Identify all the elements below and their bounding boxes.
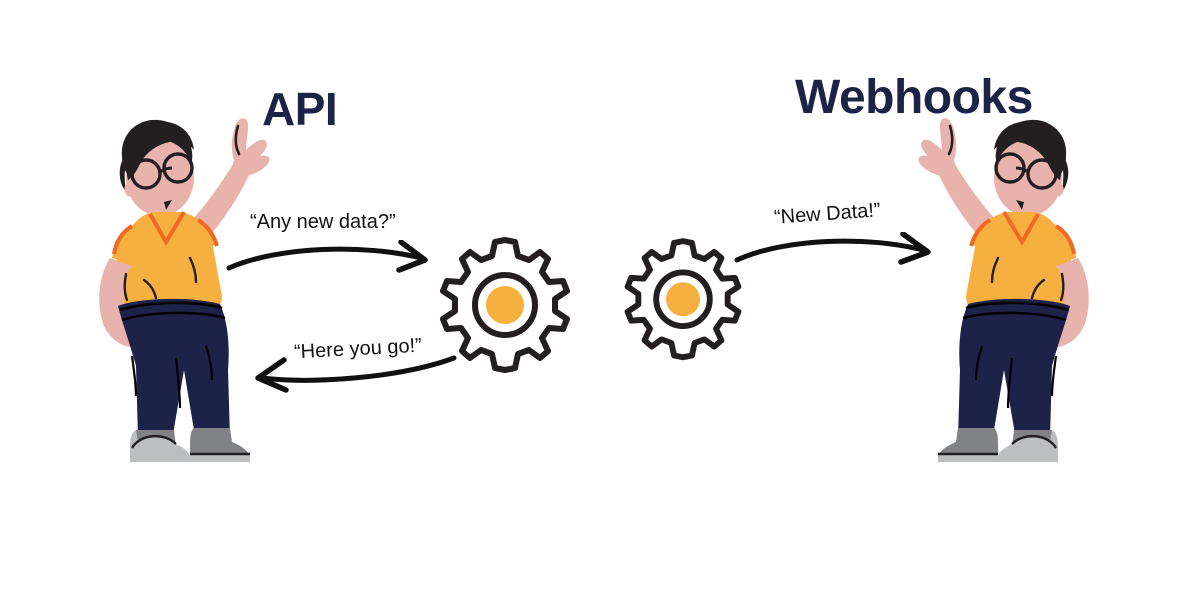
arrow-right-icon [734,232,931,265]
trousers [958,298,1070,442]
sideburn [119,158,128,192]
sleeve-trim-left [1054,224,1076,255]
ear [124,183,134,197]
glasses-bridge [1015,166,1029,174]
shoe-right-sole [190,454,250,462]
webhooks-person-illustration [918,118,1089,462]
raised-hand [918,118,957,176]
trousers [118,298,230,442]
hair-front [125,121,194,180]
shirt-sleeve-left [112,226,144,264]
shirt-fold-right [188,256,198,284]
glasses-right-lens [162,152,194,184]
event-label: “New Data!” [773,199,882,229]
arm-crease [123,272,129,302]
shirt-fold-left [1030,278,1046,300]
arrow-head [898,232,931,265]
waistband-1 [965,301,1069,312]
arrow-left-icon [255,355,457,393]
gear-hub-center [666,282,700,317]
arm-crease [1059,272,1065,302]
glasses-left-lens [1026,158,1058,190]
sideburn [1060,158,1069,192]
shoe-left-seam [1011,435,1058,449]
glasses-left-lens [130,158,162,190]
raised-arm [184,152,255,242]
glasses-bridge [159,166,173,174]
request-label: “Any new data?” [250,211,396,233]
shoe-left-seam [130,435,177,449]
api-person-illustration [99,118,270,462]
webhooks-title: Webhooks [795,71,1033,124]
sleeve-trim-right [969,218,992,247]
shirt-sleeve-right [180,216,216,254]
shirt-sleeve-left [1044,226,1076,264]
arrow-right-icon [226,240,428,273]
gear-icon [440,237,570,373]
shoe-right-sole [938,454,998,462]
gear-icon [624,238,742,361]
trouser-fold-right [204,345,214,381]
arrow-head [255,357,289,393]
arrow-head [396,240,428,273]
trouser-fold-mid [1006,357,1014,409]
ear [1054,183,1064,197]
raised-hand [231,118,270,176]
trouser-fold-left [1050,355,1058,397]
waistband-2 [121,311,226,322]
trouser-fold-mid [174,357,182,409]
sleeve-trim-right [196,218,219,247]
waistband-2 [962,311,1067,322]
arrow-shaft [226,246,424,271]
arrow-shaft [734,238,926,263]
waistband-1 [119,301,223,312]
finger-crease [947,124,954,156]
shirt-sleeve-right [972,216,1008,254]
mouth [164,200,172,210]
raised-arm [933,152,1004,242]
v-neck-trim [1002,210,1040,246]
mouth [1016,200,1024,210]
hair-front [994,121,1063,180]
sleeve-trim-left [112,224,134,255]
shirt-fold-right [990,256,1000,284]
shirt-fold-left [142,278,158,300]
finger-crease [234,124,241,156]
api-title: API [262,83,338,135]
v-neck-trim [148,210,186,246]
gear-hub-center [486,286,524,324]
trouser-fold-right [974,345,984,381]
arrow-shaft [259,355,457,383]
glasses-right-lens [994,152,1026,184]
trouser-fold-left [130,355,138,397]
